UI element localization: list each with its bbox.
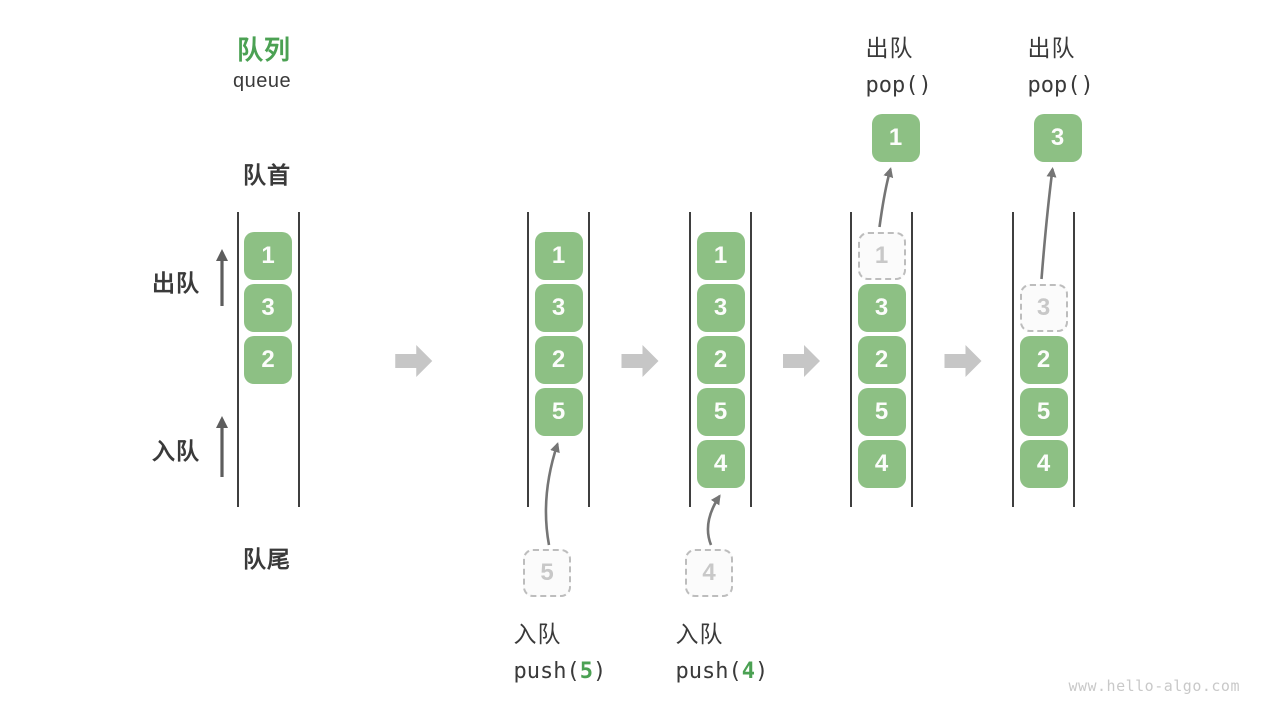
transition-arrow-icon (783, 345, 820, 377)
dequeue-op-code: pop() (865, 73, 932, 98)
queue-front-label: 队首 (243, 162, 291, 188)
enqueue-code-arg: 4 (741, 659, 755, 684)
enqueue-code-pre: push( (513, 659, 580, 684)
incoming-ghost-box: 4 (685, 549, 733, 597)
queue-box: 3 (857, 284, 906, 332)
dequeue-op-label-zh: 出队 (865, 35, 914, 61)
queue-box: 2 (857, 336, 906, 384)
queue-box: 1 (696, 232, 745, 280)
enqueue-op-code: push(4) (676, 653, 769, 690)
queue-box-dashed: 3 (1019, 284, 1068, 332)
diagram-title-zh: 队列 (237, 35, 292, 65)
enqueue-code-pre: push( (675, 659, 742, 684)
queue-box: 1 (534, 232, 583, 280)
queue-box: 5 (1019, 388, 1068, 436)
enqueue-op-label-zh: 入队 (513, 621, 562, 647)
enqueue-op-label: 入队 push(5) (514, 616, 607, 690)
queue-wall-left (689, 212, 691, 507)
popped-box: 1 (871, 114, 920, 162)
queue-box: 4 (1019, 440, 1068, 488)
queue-wall-left (527, 212, 529, 507)
queue-wall-right (588, 212, 590, 507)
queue-wall-right (1073, 212, 1075, 507)
dequeue-op-code: pop() (1027, 73, 1094, 98)
push-arrow-icon (706, 494, 721, 546)
queue-box: 3 (244, 284, 292, 332)
enqueue-op-label: 入队 push(4) (676, 616, 769, 690)
pop-arrow-icon (878, 167, 894, 228)
queue-box: 2 (244, 336, 292, 384)
enqueue-code-post: ) (592, 659, 607, 684)
transition-arrow-icon (621, 345, 659, 377)
enqueue-code-arg: 5 (579, 659, 593, 684)
enqueue-code-post: ) (754, 659, 769, 684)
queue-wall-left (236, 212, 239, 507)
watermark: www.hello-algo.com (1068, 677, 1240, 695)
queue-box: 5 (857, 388, 906, 436)
queue-box: 5 (534, 388, 583, 436)
queue-box: 3 (534, 284, 583, 332)
enqueue-side-label: 入队 (152, 438, 200, 464)
queue-box: 3 (696, 284, 745, 332)
queue-wall-left (1012, 212, 1014, 507)
pop-arrow-icon (1040, 167, 1057, 280)
incoming-ghost-box: 5 (523, 549, 571, 597)
popped-box: 3 (1033, 114, 1082, 162)
enqueue-op-code: push(5) (514, 653, 607, 690)
transition-arrow-icon (944, 345, 982, 377)
queue-box: 2 (534, 336, 583, 384)
queue-box: 1 (244, 232, 292, 280)
queue-box: 4 (857, 440, 906, 488)
diagram-title-en: queue (233, 70, 292, 92)
queue-box: 2 (1019, 336, 1068, 384)
queue-wall-left (850, 212, 852, 507)
queue-wall-right (297, 212, 300, 507)
queue-box-dashed: 1 (857, 232, 906, 280)
queue-wall-right (911, 212, 913, 507)
queue-wall-right (750, 212, 752, 507)
dequeue-op-label-zh: 出队 (1027, 35, 1076, 61)
queue-rear-label: 队尾 (243, 546, 291, 572)
queue-box: 5 (696, 388, 745, 436)
dequeue-op-label: 出队 pop() (1028, 30, 1094, 104)
dequeue-op-label: 出队 pop() (866, 30, 932, 104)
dequeue-side-label: 出队 (152, 270, 200, 296)
transition-arrow-icon (395, 345, 433, 377)
enqueue-op-label-zh: 入队 (675, 621, 724, 647)
push-arrow-icon (544, 442, 560, 546)
queue-box: 4 (696, 440, 745, 488)
queue-box: 2 (696, 336, 745, 384)
